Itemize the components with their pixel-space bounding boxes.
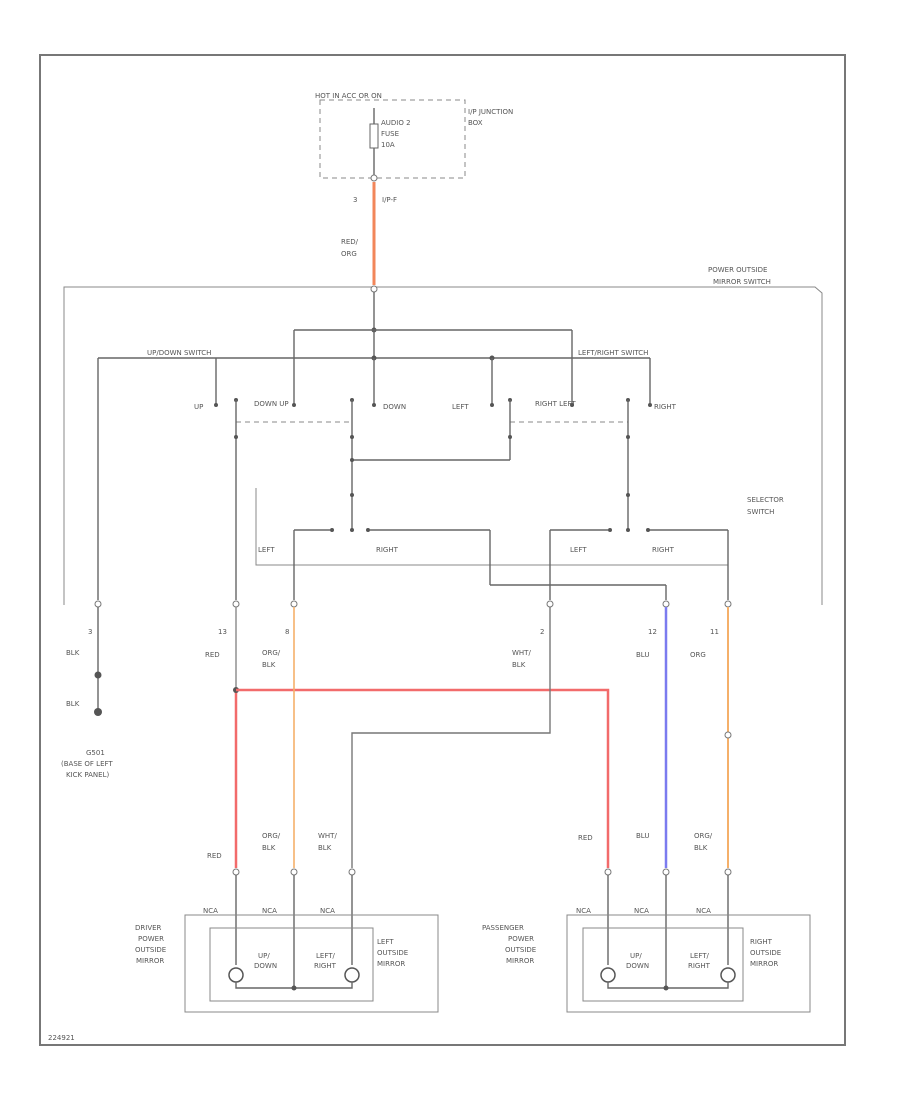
- driver-motor2-label-2: RIGHT: [314, 962, 337, 970]
- passenger-mirror-label-1: PASSENGER: [482, 924, 524, 932]
- selector-label-1: SELECTOR: [747, 496, 784, 504]
- junction-box-label-2: BOX: [468, 119, 483, 127]
- driver-mirror: DRIVER POWER OUTSIDE MIRROR LEFT OUTSIDE…: [135, 914, 439, 1013]
- switch-right-left-label: RIGHT LEFT: [535, 400, 576, 408]
- connector-pin-3: NCA: [320, 907, 335, 915]
- wire-top-label-red: RED: [205, 651, 220, 659]
- wire-bottom-label-red-2: RED: [578, 834, 593, 842]
- switch-left-label: LEFT: [452, 403, 469, 411]
- connector-pin-2: NCA: [262, 907, 277, 915]
- wire-bottom-label-orgblk-4: BLK: [694, 844, 708, 852]
- driver-motor2-label-1: LEFT/: [316, 952, 336, 960]
- driver-motor1-label-2: DOWN: [254, 962, 277, 970]
- passenger-updown-motor-icon: [600, 967, 616, 983]
- ground-id: G501: [86, 749, 105, 757]
- hot-label: HOT IN ACC OR ON: [315, 92, 382, 100]
- mirror-switch: POWER OUTSIDE MIRROR SWITCH UP/DOWN SWIT…: [63, 266, 823, 605]
- wire-bottom-label-red-1: RED: [207, 852, 222, 860]
- driver-mirror-label-2: POWER: [138, 935, 164, 943]
- switch-title-2: MIRROR SWITCH: [713, 278, 771, 286]
- fuse-label-3: 10A: [381, 141, 395, 149]
- passenger-mirror-label-4: MIRROR: [506, 957, 534, 965]
- wire-bottom-label-blu: BLU: [636, 832, 649, 840]
- passenger-mirror-label-2: POWER: [508, 935, 534, 943]
- pin-1: 3: [88, 628, 92, 636]
- switch-connector-pins: 3 13 8 2 12 11: [88, 600, 732, 636]
- connector-pin-5: NCA: [634, 907, 649, 915]
- fuse-label-2: FUSE: [381, 130, 399, 138]
- pin-6: 11: [710, 628, 719, 636]
- updown-switch-label: UP/DOWN SWITCH: [147, 349, 211, 357]
- ground-location-1: (BASE OF LEFT: [61, 760, 113, 768]
- switch-up-label: UP: [194, 403, 203, 411]
- connector-pin-4: NCA: [576, 907, 591, 915]
- pin-4: 2: [540, 628, 544, 636]
- feed-wire-label-2: ORG: [341, 250, 357, 258]
- switch-title-1: POWER OUTSIDE: [708, 266, 767, 274]
- wire-top-label-whtblk-2: BLK: [512, 661, 526, 669]
- harness-wires: RED ORG/ BLK WHT/ BLK BLU ORG RED ORG/ B…: [205, 607, 732, 868]
- junction-box-label-1: I/P JUNCTION: [468, 108, 513, 116]
- wire-bottom-label-whtblk-1: WHT/: [318, 832, 337, 840]
- selector-label-2: SWITCH: [747, 508, 774, 516]
- driver-mirror-label-3: OUTSIDE: [135, 946, 166, 954]
- pin-2: 13: [218, 628, 227, 636]
- driver-motor1-label-1: UP/: [258, 952, 270, 960]
- junction-connector: I/P-F: [382, 196, 397, 204]
- passenger-side-label-1: RIGHT: [750, 938, 773, 946]
- ground-location-2: KICK PANEL): [66, 771, 109, 779]
- passenger-motor1-label-1: UP/: [630, 952, 642, 960]
- junction-pin: 3: [353, 196, 357, 204]
- leftright-switch-label: LEFT/RIGHT SWITCH: [578, 349, 648, 357]
- passenger-side-label-3: MIRROR: [750, 960, 778, 968]
- driver-side-label-3: MIRROR: [377, 960, 405, 968]
- mirror-connector-pins: NCA NCA NCA NCA NCA NCA: [203, 868, 732, 990]
- switch-down-up-label: DOWN UP: [254, 400, 289, 408]
- fuse-icon: [369, 123, 379, 149]
- ground-wire-label-2: BLK: [66, 700, 80, 708]
- driver-updown-motor-icon: [228, 967, 244, 983]
- passenger-leftright-motor-icon: [720, 967, 736, 983]
- selector-left-2: LEFT: [570, 546, 587, 554]
- selector-left-1: LEFT: [258, 546, 275, 554]
- passenger-motor2-label-2: RIGHT: [688, 962, 711, 970]
- diagram-id: 224921: [48, 1034, 75, 1042]
- driver-side-label-2: OUTSIDE: [377, 949, 408, 957]
- switch-right-label: RIGHT: [654, 403, 677, 411]
- connector-pin-6: NCA: [696, 907, 711, 915]
- switch-down-label: DOWN: [383, 403, 406, 411]
- wire-top-label-whtblk-1: WHT/: [512, 649, 531, 657]
- selector-right-2: RIGHT: [652, 546, 675, 554]
- passenger-motor1-label-2: DOWN: [626, 962, 649, 970]
- selector-right-1: RIGHT: [376, 546, 399, 554]
- wire-bottom-label-orgblk-1: ORG/: [262, 832, 281, 840]
- wire-red-cross: [236, 688, 610, 868]
- wire-top-label-org: ORG: [690, 651, 706, 659]
- wire-wht-blk: [351, 607, 551, 868]
- driver-side-label-1: LEFT: [377, 938, 394, 946]
- passenger-motor2-label-1: LEFT/: [690, 952, 710, 960]
- pin-5: 12: [648, 628, 657, 636]
- fuse-label-1: AUDIO 2: [381, 119, 411, 127]
- feed-wire-label-1: RED/: [341, 238, 359, 246]
- passenger-mirror: PASSENGER POWER OUTSIDE MIRROR RIGHT OUT…: [482, 914, 811, 1013]
- ground-circuit: BLK BLK G501 (BASE OF LEFT KICK PANEL): [61, 607, 113, 779]
- passenger-side-label-2: OUTSIDE: [750, 949, 781, 957]
- ip-junction-box: HOT IN ACC OR ON AUDIO 2 FUSE 10A I/P JU…: [315, 92, 513, 204]
- passenger-mirror-label-3: OUTSIDE: [505, 946, 536, 954]
- driver-mirror-label-1: DRIVER: [135, 924, 162, 932]
- ground-wire-label-1: BLK: [66, 649, 80, 657]
- connector-pin-1: NCA: [203, 907, 218, 915]
- wire-top-label-blu: BLU: [636, 651, 649, 659]
- wire-top-label-orgblk-2: BLK: [262, 661, 276, 669]
- driver-leftright-motor-icon: [344, 967, 360, 983]
- pin-3: 8: [285, 628, 289, 636]
- driver-mirror-label-4: MIRROR: [136, 957, 164, 965]
- wire-bottom-label-orgblk-3: ORG/: [694, 832, 713, 840]
- wire-top-label-orgblk-1: ORG/: [262, 649, 281, 657]
- wire-bottom-label-orgblk-2: BLK: [262, 844, 276, 852]
- wire-bottom-label-whtblk-2: BLK: [318, 844, 332, 852]
- diagram-frame: [39, 54, 846, 1046]
